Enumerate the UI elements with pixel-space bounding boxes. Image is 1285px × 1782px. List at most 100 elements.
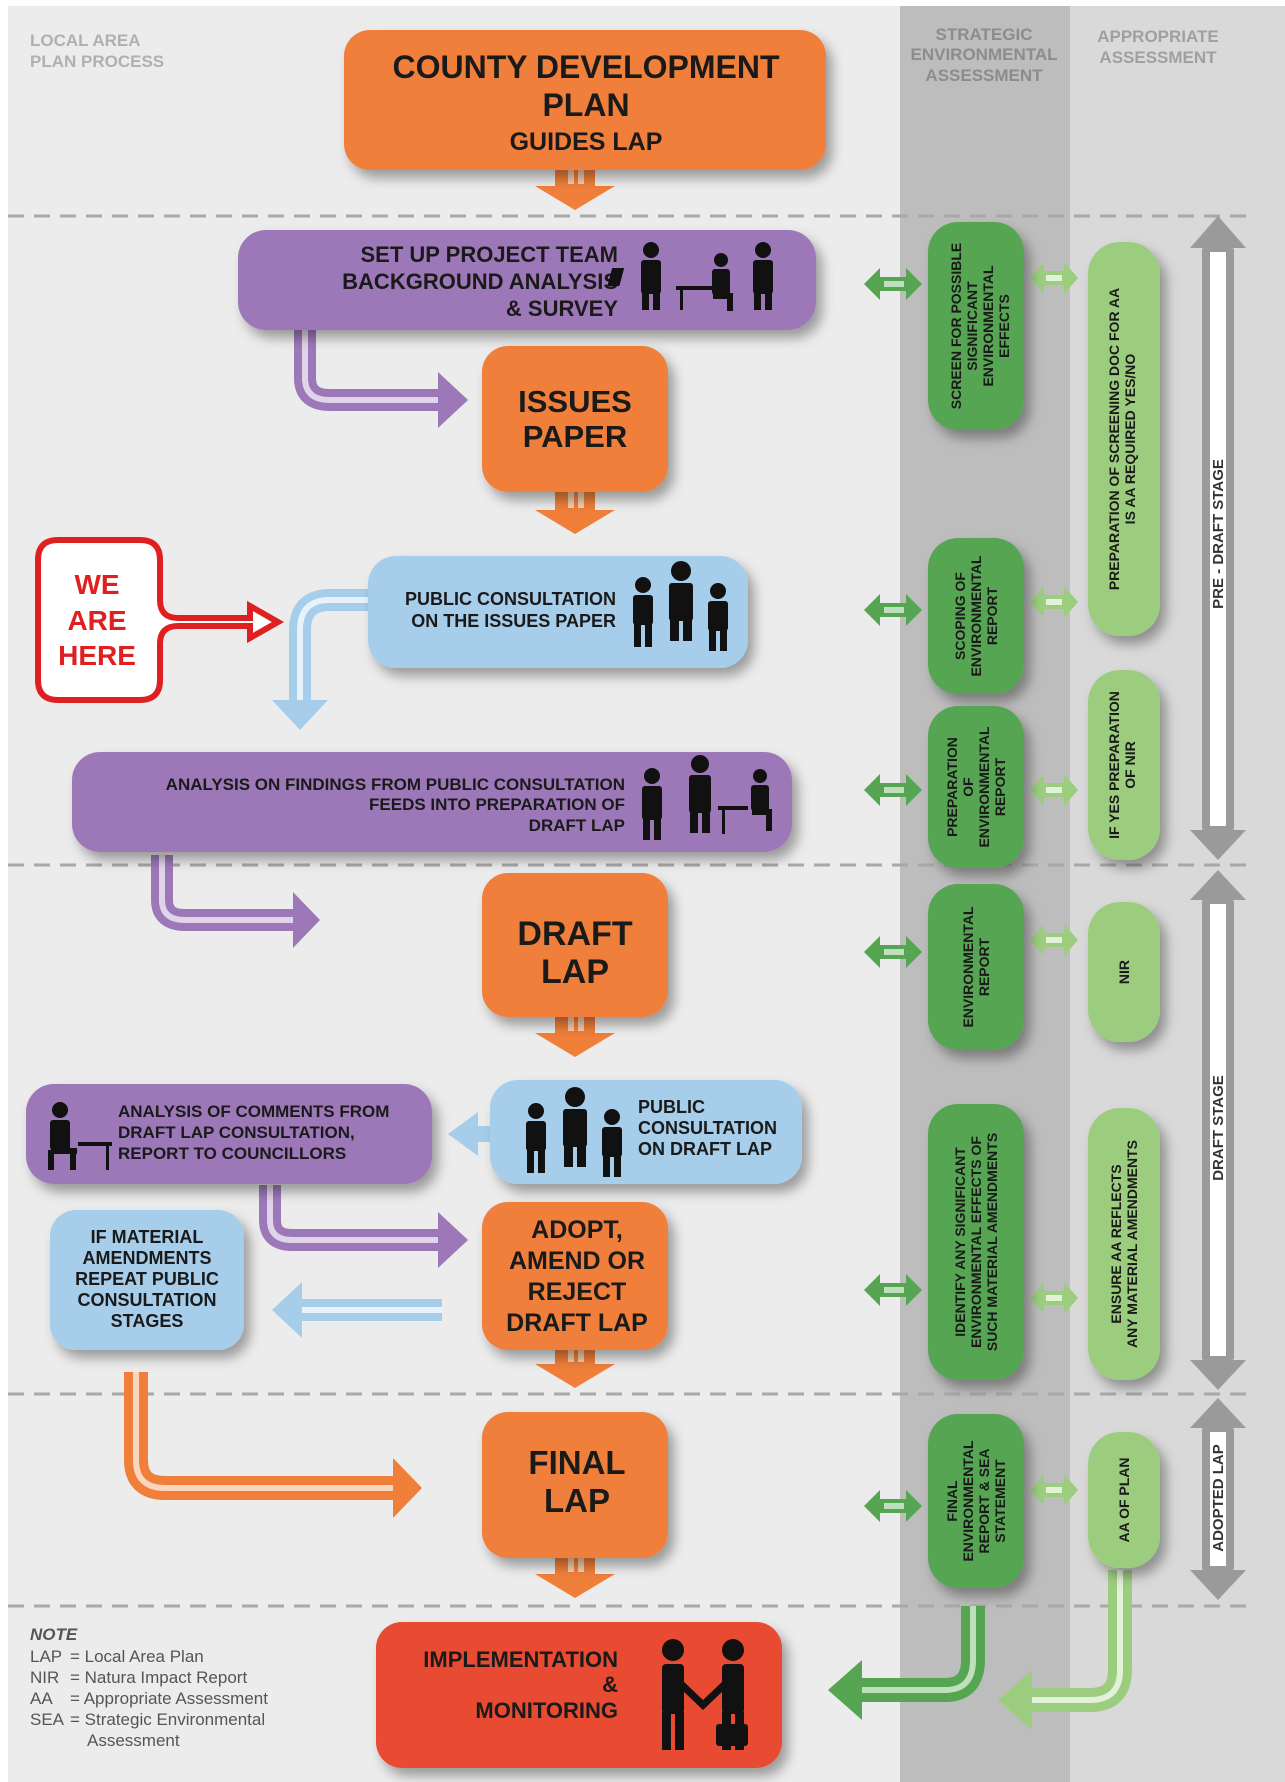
svg-text:REPORT: REPORT [984,586,1000,645]
aa-box-ensure: ENSURE AA REFLECTS ANY MATERIAL AMENDMEN… [1088,1108,1160,1380]
svg-text:STAGES: STAGES [111,1311,184,1331]
svg-text:PLAN: PLAN [542,87,629,123]
public-consultation-draft-box: PUBLIC CONSULTATION ON DRAFT LAP [490,1080,802,1184]
svg-text:LAP: LAP [30,1647,62,1666]
sea-box-scoping: SCOPING OF ENVIRONMENTAL REPORT [928,538,1024,694]
analysis-findings-box: ANALYSIS ON FINDINGS FROM PUBLIC CONSULT… [72,752,792,852]
svg-text:SEA: SEA [30,1710,65,1729]
svg-text:ON THE ISSUES PAPER: ON THE ISSUES PAPER [411,611,616,631]
svg-text:= Strategic Environmental: = Strategic Environmental [70,1710,265,1729]
svg-text:ASSESSMENT: ASSESSMENT [1099,48,1217,67]
public-consultation-issues-box: PUBLIC CONSULTATION ON THE ISSUES PAPER [368,556,748,668]
aa-link-arrows [1030,262,1078,1506]
sea-box-identify: IDENTIFY ANY SIGNIFICANT ENVIRONMENTAL E… [928,1104,1024,1380]
svg-text:PREPARATION: PREPARATION [944,737,960,837]
svg-text:EFFECTS: EFFECTS [996,294,1012,358]
sea-box-final-env: FINAL ENVIRONMENTAL REPORT & SEA STATEME… [928,1414,1024,1588]
svg-text:FINAL: FINAL [944,1480,960,1522]
svg-text:FEEDS INTO PREPARATION OF: FEEDS INTO PREPARATION OF [369,795,625,814]
svg-text:ENVIRONMENTAL: ENVIRONMENTAL [960,1440,976,1562]
svg-text:SCOPING OF: SCOPING OF [952,572,968,660]
svg-text:LAP: LAP [544,1482,610,1519]
draft-stage-label: DRAFT STAGE [1210,1075,1227,1181]
aa-box-nir-prep: IF YES PREPARATION OF NIR [1088,670,1160,860]
svg-text:ARE: ARE [67,605,126,636]
svg-text:LOCAL AREA: LOCAL AREA [30,31,141,50]
svg-text:STATEMENT: STATEMENT [992,1459,1008,1543]
svg-text:IS AA REQUIRED YES/NO: IS AA REQUIRED YES/NO [1122,354,1138,525]
svg-text:NIR: NIR [1116,960,1132,984]
svg-text:IF MATERIAL: IF MATERIAL [91,1227,204,1247]
project-team-box: SET UP PROJECT TEAM BACKGROUND ANALYSIS … [238,230,816,330]
final-lap-box: FINAL LAP [482,1412,668,1558]
svg-text:ENVIRONMENTAL: ENVIRONMENTAL [960,906,976,1028]
svg-text:IMPLEMENTATION: IMPLEMENTATION [423,1647,618,1672]
adopted-lap-label: ADOPTED LAP [1210,1444,1227,1552]
svg-text:HERE: HERE [58,640,136,671]
svg-text:AA OF PLAN: AA OF PLAN [1116,1457,1132,1542]
sea-column-header: STRATEGIC ENVIRONMENTAL ASSESSMENT [910,25,1057,85]
svg-text:MONITORING: MONITORING [475,1698,618,1723]
svg-text:Assessment: Assessment [87,1731,180,1750]
svg-text:ENVIRONMENTAL: ENVIRONMENTAL [976,726,992,848]
svg-text:REJECT: REJECT [528,1278,627,1306]
svg-text:COUNTY DEVELOPMENT: COUNTY DEVELOPMENT [393,49,780,85]
svg-text:SET UP PROJECT TEAM: SET UP PROJECT TEAM [360,242,618,267]
svg-text:PUBLIC CONSULTATION: PUBLIC CONSULTATION [405,589,616,609]
pre-draft-stage-label: PRE - DRAFT STAGE [1210,459,1227,609]
aa-box-nir: NIR [1088,902,1160,1042]
svg-text:REPORT: REPORT [992,757,1008,816]
svg-text:AMENDMENTS: AMENDMENTS [83,1248,212,1268]
svg-text:BACKGROUND ANALYSIS: BACKGROUND ANALYSIS [342,269,618,294]
svg-text:CONSULTATION: CONSULTATION [78,1290,217,1310]
svg-text:ISSUES: ISSUES [518,384,632,419]
svg-text:ENVIRONMENTAL EFFECTS OF: ENVIRONMENTAL EFFECTS OF [968,1136,984,1348]
svg-text:APPROPRIATE: APPROPRIATE [1097,27,1219,46]
svg-text:ANALYSIS ON FINDINGS FROM PUBL: ANALYSIS ON FINDINGS FROM PUBLIC CONSULT… [166,775,625,794]
we-are-here-callout: WE ARE HERE [35,537,285,703]
svg-text:&: & [602,1672,618,1697]
sea-box-screen: SCREEN FOR POSSIBLE SIGNIFICANT ENVIRONM… [928,222,1024,430]
process-column-header: LOCAL AREA PLAN PROCESS [30,31,164,71]
stage-arrow-inner [1210,252,1226,1566]
team-people-icon [642,755,772,840]
svg-text:WE: WE [74,569,119,600]
svg-text:PREPARATION OF SCREENING DOC F: PREPARATION OF SCREENING DOC FOR AA [1106,288,1122,590]
stage-labels: PRE - DRAFT STAGE DRAFT STAGE ADOPTED LA… [1210,459,1227,1552]
flow-down-arrows [535,168,615,1598]
people-group-icon [526,1087,622,1177]
handshake-icon [662,1639,748,1750]
adopt-amend-reject-box: ADOPT, AMEND OR REJECT DRAFT LAP [482,1202,668,1350]
svg-text:ANY MATERIAL AMENDMENTS: ANY MATERIAL AMENDMENTS [1124,1140,1140,1348]
svg-text:FINAL: FINAL [528,1444,625,1481]
svg-text:REPORT & SEA: REPORT & SEA [976,1448,992,1553]
svg-text:IF YES PREPARATION: IF YES PREPARATION [1106,691,1122,839]
svg-text:= Appropriate Assessment: = Appropriate Assessment [70,1689,268,1708]
team-people-icon [607,242,773,311]
desk-worker-icon [48,1102,112,1170]
svg-text:DRAFT LAP CONSULTATION,: DRAFT LAP CONSULTATION, [118,1123,355,1142]
svg-text:ANALYSIS OF COMMENTS FROM: ANALYSIS OF COMMENTS FROM [118,1102,389,1121]
people-group-icon [633,561,728,651]
svg-text:DRAFT LAP: DRAFT LAP [506,1309,648,1337]
svg-text:= Local Area Plan: = Local Area Plan [70,1647,204,1666]
svg-text:& SURVEY: & SURVEY [506,296,618,321]
svg-text:STRATEGIC: STRATEGIC [936,25,1033,44]
sea-link-arrows [864,268,922,1522]
svg-text:PAPER: PAPER [523,419,628,454]
aa-box-plan: AA OF PLAN [1088,1432,1160,1568]
svg-text:OF NIR: OF NIR [1122,741,1138,788]
bent-arrow-heads [272,372,1032,1730]
sea-box-preparation: PREPARATION OF ENVIRONMENTAL REPORT [928,706,1024,868]
svg-text:AMEND OR: AMEND OR [509,1247,645,1275]
svg-text:= Natura Impact Report: = Natura Impact Report [70,1668,247,1687]
abbreviation-note: NOTE LAP= Local Area Plan NIR= Natura Im… [30,1625,268,1750]
aa-box-screening-doc: PREPARATION OF SCREENING DOC FOR AA IS A… [1088,242,1160,636]
svg-text:PLAN PROCESS: PLAN PROCESS [30,52,164,71]
issues-paper-box: ISSUES PAPER [482,346,668,492]
analysis-comments-box: ANALYSIS OF COMMENTS FROM DRAFT LAP CONS… [26,1084,432,1184]
svg-text:LAP: LAP [541,953,609,991]
svg-text:REPORT: REPORT [976,937,992,996]
svg-text:AA: AA [30,1689,53,1708]
